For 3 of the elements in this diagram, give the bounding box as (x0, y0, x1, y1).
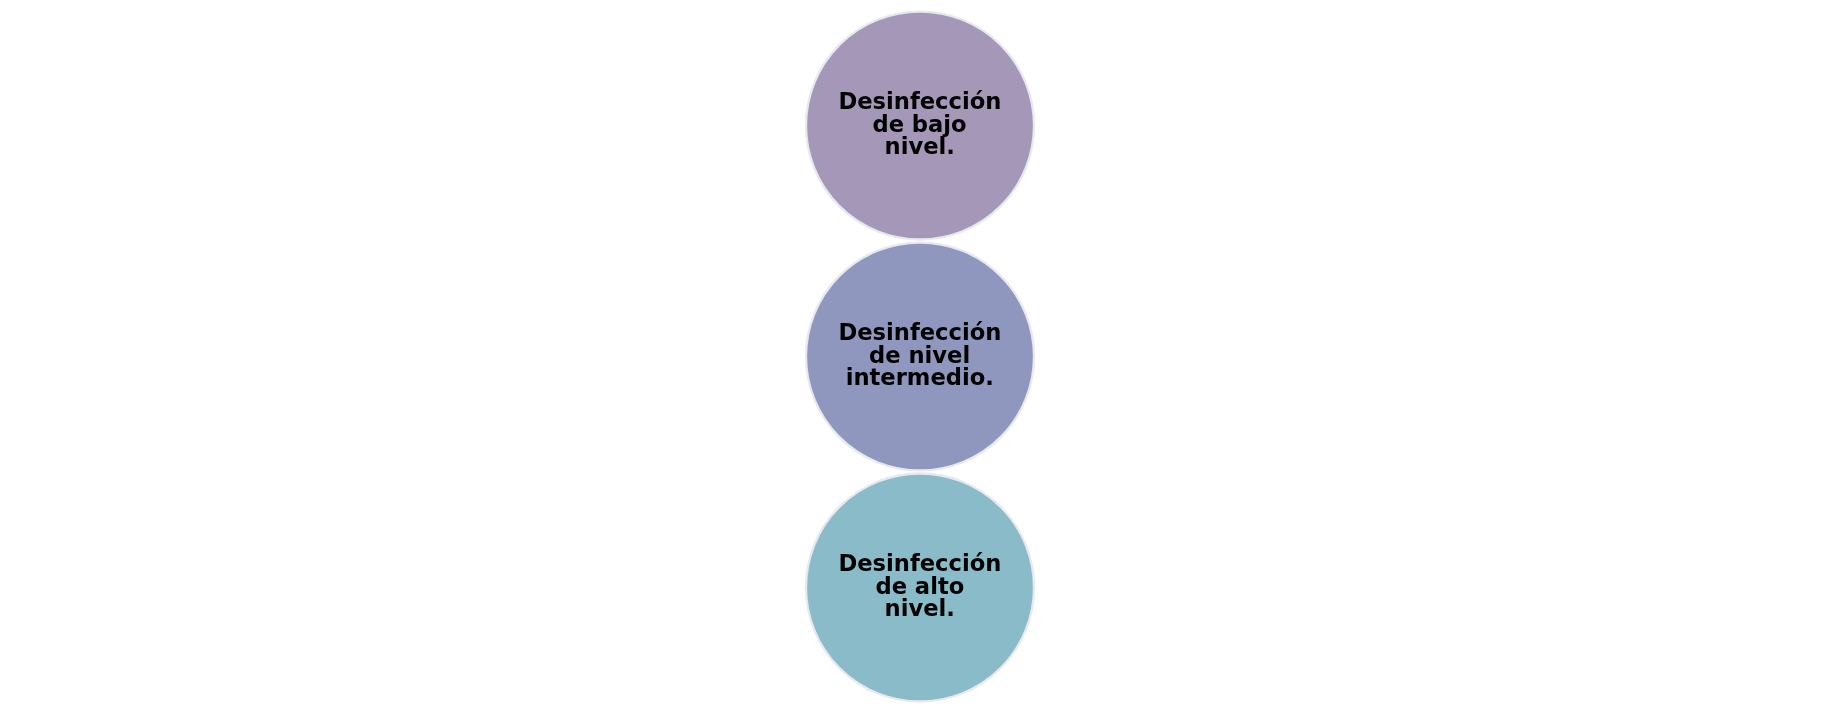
node-circle: Desinfección de bajo nivel. (804, 10, 1035, 241)
node-circle: Desinfección de alto nivel. (804, 472, 1035, 703)
node-circle: Desinfección de nivel intermedio. (804, 241, 1035, 472)
